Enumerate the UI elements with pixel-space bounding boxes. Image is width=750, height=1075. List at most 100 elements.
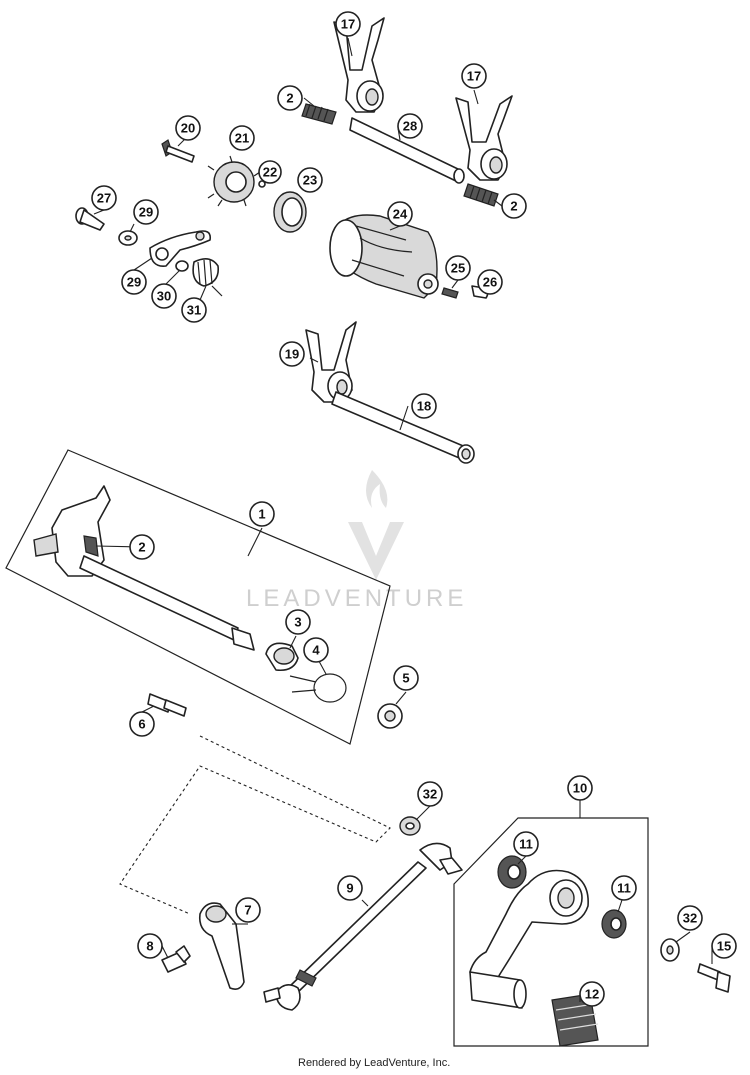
shift-pedal bbox=[469, 869, 589, 1009]
fork-rail-upper bbox=[349, 117, 465, 184]
bolt-6 bbox=[147, 693, 187, 717]
callout-32-lower: 32 bbox=[677, 905, 703, 931]
callout-23: 24 bbox=[387, 201, 413, 227]
shift-drum bbox=[329, 214, 439, 299]
screw-26 bbox=[75, 207, 105, 231]
svg-text:29: 29 bbox=[139, 205, 153, 220]
svg-text:8: 8 bbox=[146, 939, 153, 954]
callout-2-right: 2 bbox=[501, 193, 527, 219]
callout-3: 3 bbox=[285, 609, 311, 635]
callout-31: 28 bbox=[397, 113, 423, 139]
svg-text:11: 11 bbox=[519, 837, 533, 852]
bearing-11-upper bbox=[497, 855, 527, 889]
callout-1: 1 bbox=[249, 501, 275, 527]
bolt-15 bbox=[697, 963, 731, 993]
bearing-11-lower bbox=[601, 909, 627, 939]
callout-19: 20 bbox=[175, 115, 201, 141]
svg-text:6: 6 bbox=[138, 717, 145, 732]
fork-rail-lower bbox=[331, 391, 475, 464]
watermark-logo: LEADVENTURE bbox=[246, 470, 467, 612]
shift-lever-7 bbox=[198, 902, 245, 990]
svg-text:10: 10 bbox=[573, 781, 587, 796]
callout-5: 5 bbox=[393, 665, 419, 691]
callout-6: 6 bbox=[129, 711, 155, 737]
leader-lines bbox=[93, 37, 713, 1002]
svg-text:1: 1 bbox=[258, 507, 265, 522]
washer-32-lower bbox=[660, 938, 680, 962]
svg-text:15: 15 bbox=[717, 939, 731, 954]
watermark-text: LEADVENTURE bbox=[246, 585, 467, 612]
svg-text:17: 17 bbox=[341, 17, 355, 32]
svg-text:11: 11 bbox=[617, 881, 631, 896]
linkage-dashed-outline bbox=[119, 735, 391, 915]
shift-star-20 bbox=[207, 155, 261, 207]
svg-text:2: 2 bbox=[286, 91, 293, 106]
callout-7: 7 bbox=[235, 897, 261, 923]
bolt-19 bbox=[161, 139, 195, 163]
callout-4: 4 bbox=[303, 637, 329, 663]
callout-16-right: 17 bbox=[461, 63, 487, 89]
callout-15: 15 bbox=[711, 933, 737, 959]
svg-text:9: 9 bbox=[346, 881, 353, 896]
svg-text:17: 17 bbox=[467, 69, 481, 84]
svg-text:23: 23 bbox=[303, 173, 317, 188]
callout-2-shaft: 2 bbox=[129, 534, 155, 560]
svg-text:2: 2 bbox=[138, 540, 145, 555]
callout-17: 18 bbox=[411, 393, 437, 419]
svg-text:27: 27 bbox=[97, 191, 111, 206]
callout-18: 19 bbox=[279, 341, 305, 367]
spring-clip-4 bbox=[289, 673, 347, 703]
callout-8: 8 bbox=[137, 933, 163, 959]
callout-29: 30 bbox=[151, 283, 177, 309]
svg-text:3: 3 bbox=[294, 615, 301, 630]
callout-27: 29 bbox=[133, 199, 159, 225]
screw-8 bbox=[161, 945, 191, 973]
svg-text:26: 26 bbox=[483, 275, 497, 290]
spring-left bbox=[301, 103, 337, 125]
svg-text:2: 2 bbox=[510, 199, 517, 214]
svg-text:28: 28 bbox=[403, 119, 417, 134]
callout-28: 29 bbox=[121, 269, 147, 295]
svg-text:29: 29 bbox=[127, 275, 141, 290]
callout-22: 23 bbox=[297, 167, 323, 193]
svg-text:7: 7 bbox=[244, 903, 251, 918]
svg-text:4: 4 bbox=[312, 643, 320, 658]
washer-29 bbox=[175, 260, 189, 272]
svg-text:25: 25 bbox=[451, 261, 465, 276]
shift-fork-upper-left bbox=[333, 17, 385, 113]
callout-9: 9 bbox=[337, 875, 363, 901]
shift-fork-upper-right bbox=[455, 95, 513, 181]
svg-text:19: 19 bbox=[285, 347, 299, 362]
callout-16-top: 17 bbox=[335, 11, 361, 37]
washer-27 bbox=[118, 230, 138, 246]
drum-pin bbox=[441, 287, 459, 299]
pin-21 bbox=[258, 180, 266, 188]
callout-11-upper: 11 bbox=[513, 831, 539, 857]
rubber-12 bbox=[551, 993, 599, 1047]
spring-right bbox=[463, 183, 499, 207]
rendered-by-credit: Rendered by LeadVenture, Inc. bbox=[298, 1057, 451, 1069]
ring-22 bbox=[273, 191, 307, 233]
callout-24: 25 bbox=[445, 255, 471, 281]
collar-3 bbox=[265, 642, 299, 672]
shift-fork-lower bbox=[305, 321, 357, 403]
shift-lever-group-frame bbox=[453, 817, 649, 1047]
svg-text:30: 30 bbox=[157, 289, 171, 304]
svg-text:32: 32 bbox=[683, 911, 697, 926]
callout-25: 26 bbox=[477, 269, 503, 295]
svg-text:31: 31 bbox=[187, 303, 201, 318]
callout-26: 27 bbox=[91, 185, 117, 211]
callout-2-top: 2 bbox=[277, 85, 303, 111]
washer-5 bbox=[377, 703, 403, 729]
svg-text:12: 12 bbox=[585, 987, 599, 1002]
spring-30 bbox=[192, 258, 223, 297]
washer-32-upper bbox=[399, 816, 421, 836]
callout-12: 12 bbox=[579, 981, 605, 1007]
callout-11-lower: 11 bbox=[611, 875, 637, 901]
svg-text:18: 18 bbox=[417, 399, 431, 414]
locking-lever-28 bbox=[149, 230, 212, 267]
callout-30: 31 bbox=[181, 297, 207, 323]
svg-text:22: 22 bbox=[263, 165, 277, 180]
svg-text:5: 5 bbox=[402, 671, 409, 686]
